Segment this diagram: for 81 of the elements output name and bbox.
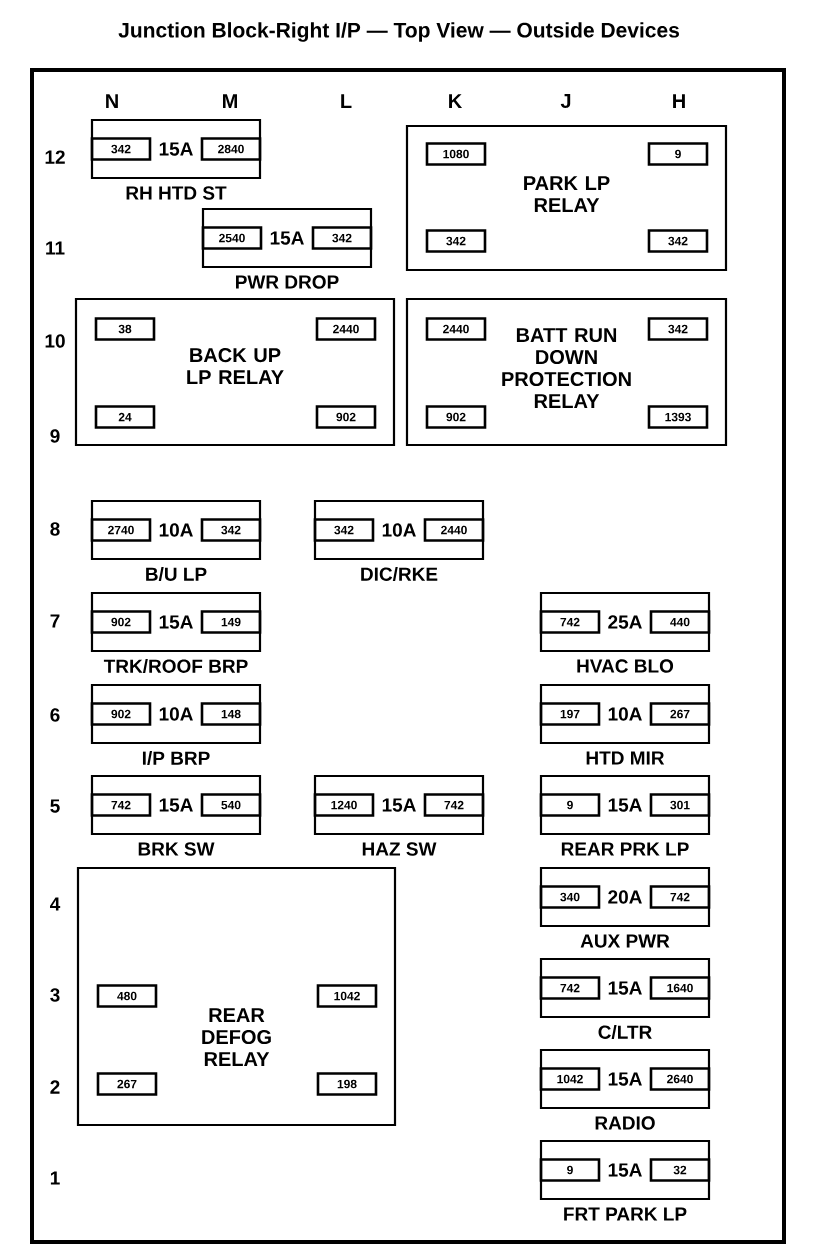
- terminal-box: 24: [94, 405, 156, 429]
- column-label: H: [673, 94, 685, 108]
- circuit-label: I/P BRP: [142, 750, 210, 766]
- terminal-box: 342: [647, 229, 709, 253]
- terminal-box: 9: [647, 142, 709, 166]
- terminal-box: 540: [200, 793, 262, 817]
- circuit-label: RH HTD ST: [126, 186, 227, 200]
- terminal-box: 342: [425, 229, 487, 253]
- terminal-box: 342: [313, 518, 375, 542]
- column-label: M: [223, 94, 237, 108]
- terminal-box: 2840: [200, 137, 262, 161]
- row-label: 9: [50, 429, 60, 443]
- circuit-label: TRK/ROOF BRP: [103, 658, 248, 674]
- terminal-box: 2440: [423, 518, 485, 542]
- circuit-label: B/U LP: [146, 566, 207, 582]
- terminal-box: 267: [649, 702, 711, 726]
- terminal-box: 742: [90, 793, 152, 817]
- terminal-box: 197: [539, 702, 601, 726]
- terminal-box: 301: [649, 793, 711, 817]
- terminal-box: 480: [96, 984, 158, 1008]
- row-label: 8: [50, 522, 60, 536]
- circuit-label: HAZ SW: [362, 842, 437, 856]
- terminal-box: 2740: [90, 518, 152, 542]
- row-label: 7: [50, 614, 60, 628]
- terminal-box: 38: [94, 317, 156, 341]
- terminal-box: 148: [200, 702, 262, 726]
- row-label: 2: [50, 1080, 60, 1094]
- terminal-box: 342: [311, 226, 373, 250]
- row-label: 11: [46, 241, 65, 255]
- terminal-box: 2440: [315, 317, 377, 341]
- terminal-box: 902: [315, 405, 377, 429]
- terminal-box: 1240: [313, 793, 375, 817]
- title: Junction Block-Right I/P — Top View — Outside Devices: [118, 22, 679, 42]
- circuit-label: RADIO: [595, 1116, 655, 1130]
- column-label: N: [106, 94, 118, 108]
- terminal-box: 267: [96, 1072, 158, 1096]
- row-label: 6: [50, 708, 60, 722]
- terminal-box: 1080: [425, 142, 487, 166]
- circuit-label: BRK SW: [138, 842, 215, 856]
- terminal-box: 2440: [425, 317, 487, 341]
- junction-block-outline: [30, 68, 786, 1244]
- terminal-box: 1042: [316, 984, 378, 1008]
- row-label: 10: [45, 334, 65, 348]
- terminal-box: 742: [423, 793, 485, 817]
- terminal-box: 742: [649, 885, 711, 909]
- circuit-label: HTD MIR: [586, 751, 665, 765]
- terminal-box: 1393: [647, 405, 709, 429]
- row-label: 1: [50, 1171, 60, 1185]
- row-label: 4: [50, 897, 61, 911]
- circuit-label: FRT PARK LP: [564, 1207, 687, 1221]
- terminal-box: 902: [425, 405, 487, 429]
- terminal-box: 340: [539, 885, 601, 909]
- circuit-label: REAR PRK LP: [561, 842, 689, 856]
- terminal-box: 342: [647, 317, 709, 341]
- terminal-box: 342: [90, 137, 152, 161]
- terminal-box: 9: [539, 793, 601, 817]
- terminal-box: 2640: [649, 1067, 711, 1091]
- row-label: 5: [50, 799, 60, 813]
- terminal-box: 149: [200, 610, 262, 634]
- terminal-box: 902: [90, 702, 152, 726]
- terminal-box: 32: [649, 1158, 711, 1182]
- column-label: K: [449, 94, 463, 108]
- circuit-label: HVAC BLO: [577, 659, 674, 673]
- terminal-box: 742: [539, 610, 601, 634]
- circuit-label: C/LTR: [598, 1024, 652, 1040]
- terminal-box: 742: [539, 976, 601, 1000]
- circuit-label: AUX PWR: [580, 934, 670, 948]
- terminal-box: 1042: [539, 1067, 601, 1091]
- terminal-box: 9: [539, 1158, 601, 1182]
- terminal-box: 440: [649, 610, 711, 634]
- circuit-label: DIC/RKE: [361, 566, 438, 582]
- terminal-box: 2540: [201, 226, 263, 250]
- terminal-box: 1640: [649, 976, 711, 1000]
- terminal-box: 902: [90, 610, 152, 634]
- column-label: J: [560, 94, 571, 108]
- row-label: 12: [45, 150, 65, 164]
- row-label: 3: [50, 988, 60, 1002]
- terminal-box: 342: [200, 518, 262, 542]
- circuit-label: PWR DROP: [236, 275, 339, 289]
- terminal-box: 198: [316, 1072, 378, 1096]
- column-label: L: [341, 94, 352, 108]
